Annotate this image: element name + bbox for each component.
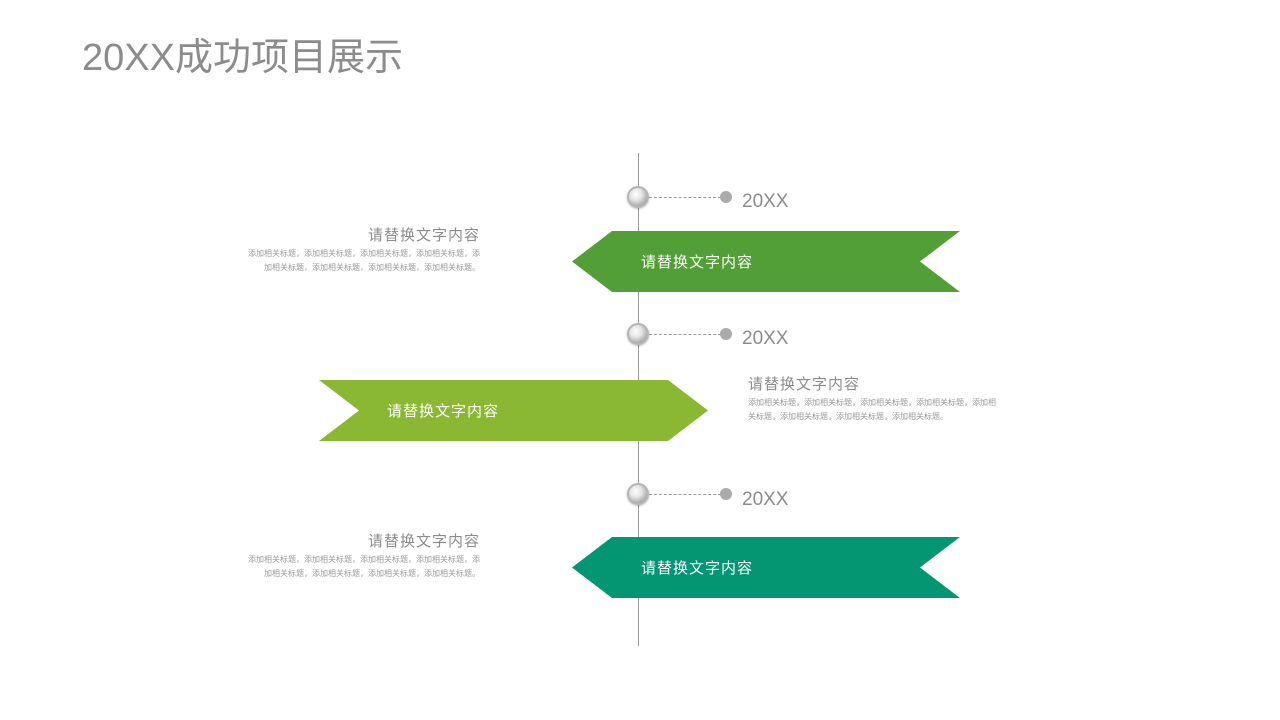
- timeline-connector-2: [649, 334, 721, 335]
- desc-body-1: 添加相关标题，添加相关标题，添加相关标题，添加相关标题，添加相关标题，添加相关标…: [248, 249, 480, 272]
- timeline-node-3: [627, 483, 649, 505]
- timeline-dot-2: [720, 328, 732, 340]
- timeline-connector-1: [649, 197, 721, 198]
- desc-title-3: 请替换文字内容: [367, 532, 480, 550]
- year-label-1: 20XX: [742, 191, 789, 212]
- ribbon-label-1: 请替换文字内容: [641, 253, 754, 271]
- timeline-node-2: [627, 323, 649, 345]
- timeline-dot-3: [720, 488, 732, 500]
- timeline-connector-3: [649, 494, 721, 495]
- ribbon-label-2: 请替换文字内容: [387, 402, 500, 420]
- ribbon-2: 请替换文字内容: [319, 380, 708, 441]
- ribbon-label-3: 请替换文字内容: [641, 559, 754, 577]
- ribbon-3: 请替换文字内容: [572, 537, 960, 598]
- year-label-3: 20XX: [742, 489, 789, 510]
- desc-title-2: 请替换文字内容: [748, 375, 861, 393]
- desc-body-2: 添加相关标题，添加相关标题，添加相关标题，添加相关标题，添加相关标题，添加相关标…: [748, 398, 996, 421]
- timeline-node-1: [627, 186, 649, 208]
- page-title: 20XX成功项目展示: [82, 37, 403, 79]
- desc-title-1: 请替换文字内容: [367, 226, 480, 244]
- ribbon-1: 请替换文字内容: [572, 231, 960, 292]
- desc-body-3: 添加相关标题，添加相关标题，添加相关标题，添加相关标题，添加相关标题，添加相关标…: [248, 555, 480, 578]
- timeline-dot-1: [720, 191, 732, 203]
- year-label-2: 20XX: [742, 328, 789, 349]
